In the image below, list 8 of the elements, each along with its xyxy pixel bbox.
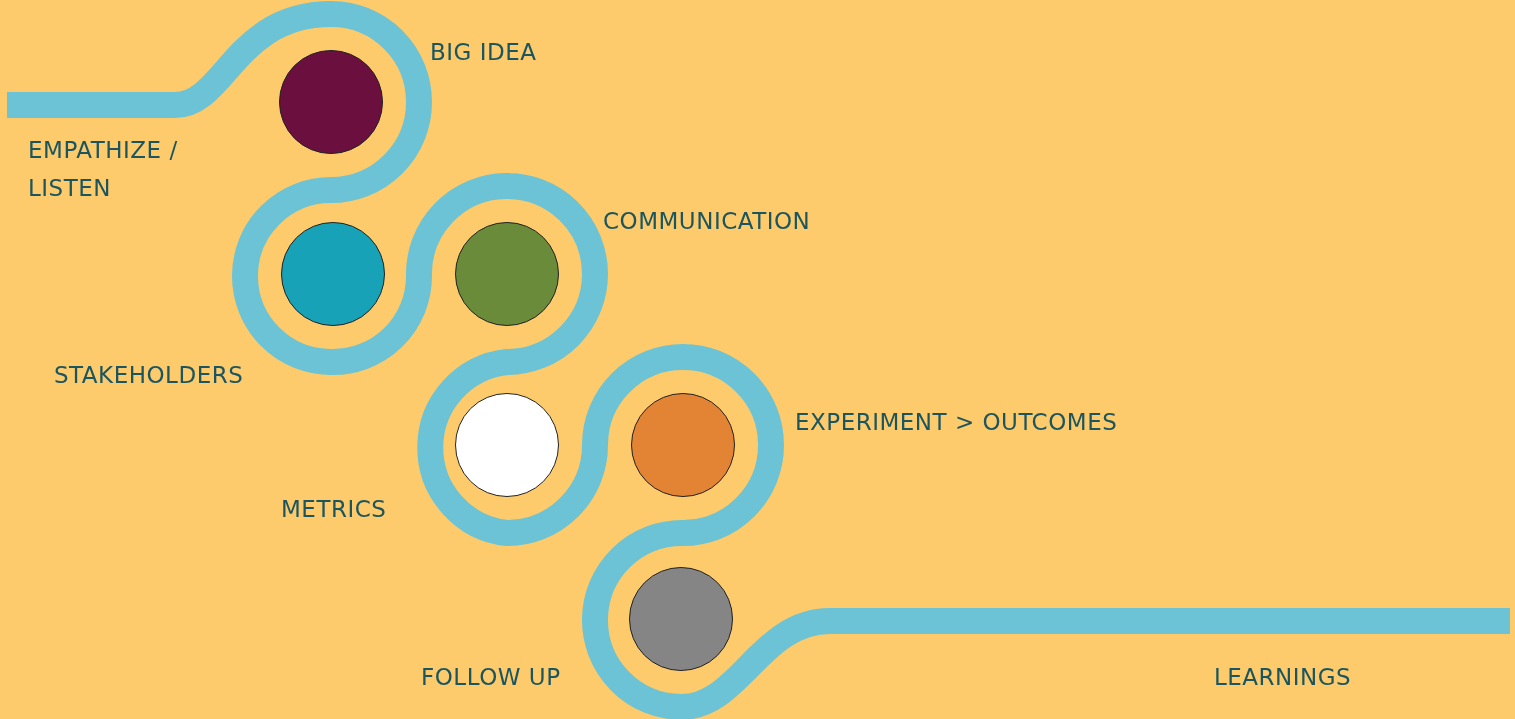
step-label: EXPERIMENT > OUTCOMES [795,408,1118,437]
stage-label: LEARNINGS [1214,663,1352,692]
step-label: FOLLOW UP [421,663,561,692]
step-label: COMMUNICATION [603,207,811,236]
step-label: STAKEHOLDERS [54,361,244,390]
step-label: BIG IDEA [430,38,537,67]
stage-label: EMPATHIZE / LISTEN [28,136,179,203]
step-label: METRICS [281,495,387,524]
